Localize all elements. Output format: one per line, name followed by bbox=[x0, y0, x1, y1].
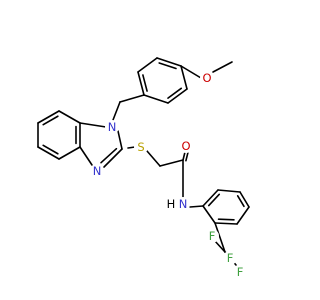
bond-42 bbox=[236, 195, 245, 208]
bond-43 bbox=[217, 218, 235, 221]
bond-27 bbox=[212, 61, 233, 73]
bond-10 bbox=[79, 122, 107, 128]
atom-n3: N bbox=[90, 164, 104, 178]
svg-text:N: N bbox=[93, 164, 102, 178]
atom-o-carbonyl: O bbox=[179, 139, 193, 153]
svg-text:F: F bbox=[227, 251, 234, 265]
molecule-structure-diagram: N N S O N H O F F F bbox=[37, 57, 250, 279]
bond-40 bbox=[202, 205, 216, 224]
bond-28 bbox=[127, 146, 136, 149]
svg-text:N: N bbox=[108, 120, 117, 134]
atom-n1: N bbox=[105, 120, 119, 134]
svg-text:F: F bbox=[237, 265, 244, 279]
bond-45 bbox=[213, 239, 226, 253]
atom-label-layer: N N S O N H O F F F bbox=[90, 71, 247, 279]
bond-15 bbox=[112, 101, 121, 121]
bond-30 bbox=[159, 159, 184, 167]
bond-18 bbox=[137, 57, 158, 73]
bond-8 bbox=[42, 144, 59, 155]
bond-39 bbox=[214, 222, 238, 225]
bond-16 bbox=[119, 94, 145, 103]
svg-text:N: N bbox=[179, 197, 188, 211]
bond-22 bbox=[143, 94, 169, 104]
bond-21 bbox=[167, 88, 188, 104]
bond-11 bbox=[117, 130, 123, 150]
atom-f2: F bbox=[223, 251, 237, 265]
svg-text:H: H bbox=[167, 197, 176, 211]
bond-32 bbox=[185, 151, 189, 162]
bond-17 bbox=[137, 71, 145, 96]
bond-26 bbox=[180, 65, 202, 79]
bond-14 bbox=[79, 146, 93, 166]
svg-text:O: O bbox=[181, 139, 190, 153]
bond-38 bbox=[236, 206, 250, 225]
atom-f1: F bbox=[205, 229, 219, 243]
atom-f3: F bbox=[233, 265, 247, 279]
bond-19 bbox=[156, 57, 182, 67]
bond-44 bbox=[214, 222, 226, 253]
bond-24 bbox=[158, 62, 177, 70]
svg-text:F: F bbox=[209, 229, 216, 243]
bond-41 bbox=[207, 193, 221, 207]
bond-4 bbox=[37, 146, 60, 160]
bond-23 bbox=[142, 74, 148, 92]
bond-35 bbox=[202, 189, 219, 207]
atom-n-amide: N bbox=[176, 197, 190, 211]
bond-12 bbox=[103, 148, 123, 168]
bond-6 bbox=[37, 110, 60, 124]
bond-3 bbox=[58, 146, 81, 160]
atom-o-methoxy: O bbox=[200, 71, 214, 85]
bond-25 bbox=[167, 87, 183, 99]
bond-31 bbox=[182, 151, 186, 161]
bond-13 bbox=[100, 147, 118, 164]
svg-text:S: S bbox=[137, 140, 144, 154]
bond-1 bbox=[58, 110, 81, 124]
bond-36 bbox=[217, 189, 241, 193]
bond-9 bbox=[42, 115, 59, 126]
atom-s: S bbox=[134, 140, 148, 154]
bond-20 bbox=[180, 65, 188, 90]
atom-h-amide: H bbox=[165, 197, 177, 211]
svg-text:O: O bbox=[202, 71, 211, 85]
bond-34 bbox=[189, 205, 204, 208]
bond-37 bbox=[239, 191, 250, 208]
bond-29 bbox=[146, 150, 161, 167]
